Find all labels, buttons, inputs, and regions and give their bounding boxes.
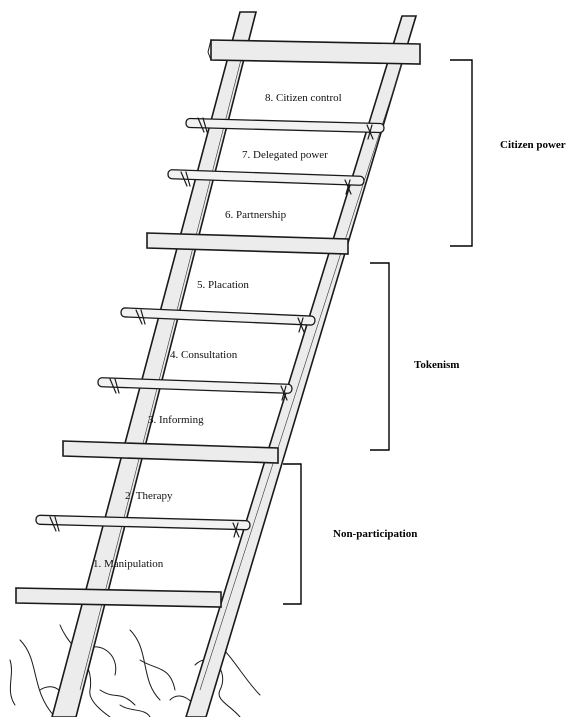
rung-label-7: 7. Delegated power <box>242 149 328 161</box>
rope-lashings <box>49 117 374 538</box>
ladder-right-rail <box>185 15 418 717</box>
bracket-tokenism <box>370 262 390 451</box>
rung-label-3: 3. Informing <box>148 414 204 426</box>
rung-pole-2-1 <box>35 514 251 531</box>
rung-label-8: 8. Citizen control <box>265 92 342 104</box>
rung-pole-7-6 <box>167 169 365 186</box>
rung-label-5: 5. Placation <box>197 279 249 291</box>
group-label-non-participation: Non-participation <box>333 528 417 540</box>
bracket-citizen-power <box>450 59 473 247</box>
rung-pole-5-4 <box>120 307 316 326</box>
plank-6-5 <box>146 232 349 255</box>
top-plank <box>207 39 421 65</box>
rung-label-4: 4. Consultation <box>170 349 238 361</box>
rung-pole-8-7 <box>185 117 385 134</box>
plank-3-2 <box>62 440 279 464</box>
bottom-plank <box>15 587 222 608</box>
rung-pole-4-3 <box>97 377 293 394</box>
group-label-citizen-power: Citizen power <box>500 139 566 151</box>
bracket-non-participation <box>283 463 302 605</box>
rung-label-6: 6. Partnership <box>225 209 287 221</box>
rung-label-2: 2. Therapy <box>125 490 173 502</box>
rung-label-1: 1. Manipulation <box>93 558 164 570</box>
ladder-left-rail <box>51 11 258 717</box>
group-label-tokenism: Tokenism <box>414 359 459 371</box>
